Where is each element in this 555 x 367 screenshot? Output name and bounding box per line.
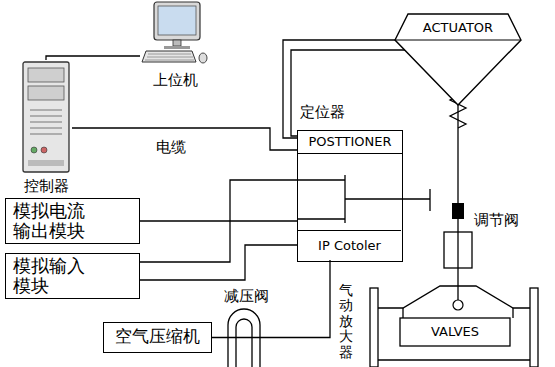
node-text: 模拟输入 模块 xyxy=(13,256,96,296)
air-line xyxy=(291,50,405,136)
node-text: POSTTIONER xyxy=(298,131,402,154)
node-text: 上位机 xyxy=(140,72,210,89)
node-text: 模拟电流 输出模块 xyxy=(13,201,96,241)
node-text: IP Cotoler xyxy=(298,231,401,260)
computer-node: 上位机 xyxy=(140,0,210,98)
valve-node: VALVES xyxy=(368,268,540,367)
computer-icon xyxy=(140,0,210,68)
server-icon xyxy=(20,60,72,175)
output-module-box: 模拟电流 输出模块 xyxy=(5,198,140,244)
node-text: 控制器 xyxy=(10,178,82,195)
compressor-box: 空气压缩机 xyxy=(103,322,212,353)
cable-line xyxy=(283,40,395,138)
node-text: VALVES xyxy=(400,318,510,346)
part-label: 气动放大器 xyxy=(339,283,353,360)
edge-label: 电缆 xyxy=(156,139,186,156)
node-text: 空气压缩机 xyxy=(104,323,211,352)
cable-line xyxy=(140,220,297,221)
positioner-internal-wiring xyxy=(297,175,430,223)
node-text: ACTUATOR xyxy=(393,21,523,36)
part-label: 减压阀 xyxy=(224,288,269,305)
actuator: ACTUATOR xyxy=(393,12,523,107)
cable-line xyxy=(457,105,458,268)
wiring-details xyxy=(228,48,472,367)
input-module-box: 模拟输入 模块 xyxy=(5,253,140,299)
cable-line xyxy=(212,260,330,338)
cable-line xyxy=(46,56,140,60)
part-label: 调节阀 xyxy=(474,212,519,229)
positioner-box: 定位器POSTTIONERIP Cotoler xyxy=(297,130,403,262)
cable-line xyxy=(140,245,298,280)
cable-line xyxy=(140,180,297,262)
node-text: 定位器 xyxy=(300,104,345,121)
valve-body xyxy=(368,268,540,367)
ip-converter-box: IP Cotoler xyxy=(298,230,401,260)
controller-node: 控制器 xyxy=(20,60,72,200)
